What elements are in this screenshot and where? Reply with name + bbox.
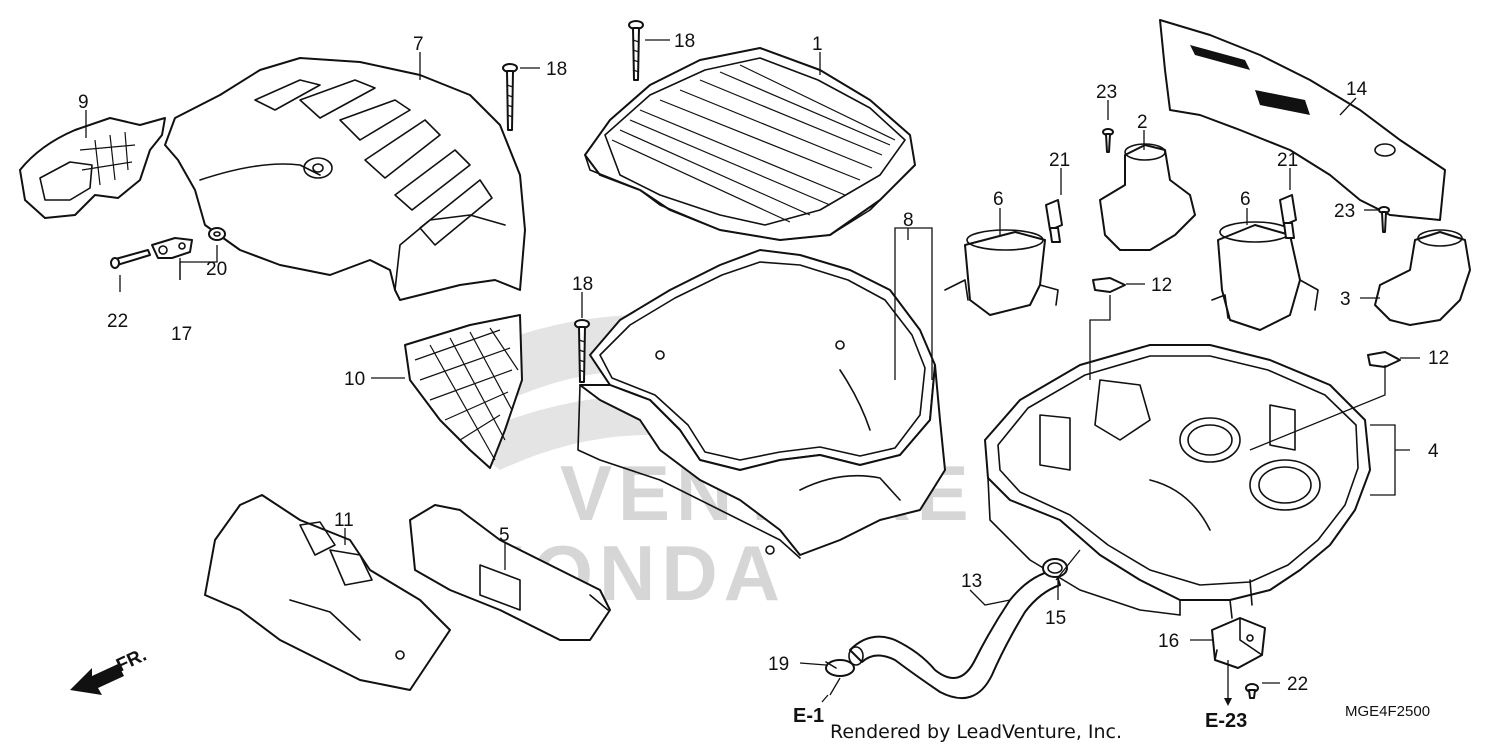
part-19-clip[interactable] xyxy=(825,659,855,677)
label-11: 11 xyxy=(334,510,354,531)
diagram-code: MGE4F2500 xyxy=(1345,703,1430,720)
part-11-cover[interactable] xyxy=(204,494,451,691)
label-5: 5 xyxy=(499,525,510,546)
label-8: 8 xyxy=(903,210,914,231)
label-6-left: 6 xyxy=(993,189,1004,210)
label-23-right: 23 xyxy=(1334,201,1355,222)
cross-references: E-1 E-23 xyxy=(793,694,1247,732)
label-6-right: 6 xyxy=(1240,189,1251,210)
part-21-bolt-left[interactable] xyxy=(1045,199,1063,243)
part-6-funnel-left[interactable] xyxy=(944,229,1059,316)
part-12-clip-left[interactable] xyxy=(1092,277,1126,293)
part-3-duct[interactable] xyxy=(1374,229,1471,326)
part-22-screw-left[interactable] xyxy=(110,249,151,269)
part-15-clamp[interactable] xyxy=(1042,558,1068,578)
label-13: 13 xyxy=(961,571,982,592)
label-14: 14 xyxy=(1346,79,1368,100)
part-13-hose[interactable] xyxy=(848,569,1061,700)
label-2: 2 xyxy=(1137,112,1148,133)
part-10-screen[interactable] xyxy=(404,314,523,469)
part-9-intake-duct[interactable] xyxy=(19,117,166,219)
part-7-upper-cover[interactable] xyxy=(164,57,526,301)
part-18-bolt-lower[interactable] xyxy=(574,319,590,383)
label-18-lower: 18 xyxy=(572,274,593,295)
part-2-duct[interactable] xyxy=(1099,143,1196,251)
part-23-screw-right[interactable] xyxy=(1378,206,1390,233)
label-20: 20 xyxy=(206,259,227,280)
label-10: 10 xyxy=(344,369,365,390)
part-8-housing[interactable] xyxy=(577,340,946,559)
part-14-heat-guard[interactable] xyxy=(1159,19,1446,221)
label-9: 9 xyxy=(78,92,89,113)
label-15: 15 xyxy=(1045,608,1066,629)
label-19: 19 xyxy=(768,654,789,675)
reference-e23: E-23 xyxy=(1205,710,1247,732)
label-23-left: 23 xyxy=(1096,82,1117,103)
part-18-bolt-top[interactable] xyxy=(628,20,644,81)
label-4: 4 xyxy=(1428,441,1439,462)
part-12-clip-right[interactable] xyxy=(1367,351,1401,368)
label-22-right: 22 xyxy=(1287,674,1308,695)
label-17: 17 xyxy=(171,324,192,345)
part-16-sensor[interactable] xyxy=(1211,617,1266,669)
part-20-washer[interactable] xyxy=(208,227,226,241)
part-8-gasket[interactable] xyxy=(589,249,936,471)
label-7: 7 xyxy=(413,34,424,55)
part-5-guide[interactable] xyxy=(409,504,611,641)
label-18-top: 18 xyxy=(674,31,695,52)
rendered-by-credit: Rendered by LeadVenture, Inc. xyxy=(830,721,1122,743)
part-21-bolt-right[interactable] xyxy=(1279,194,1297,239)
label-12-left: 12 xyxy=(1151,275,1172,296)
part-1-air-filter[interactable] xyxy=(584,47,916,241)
label-12-right: 12 xyxy=(1428,348,1449,369)
label-22-left: 22 xyxy=(107,311,128,332)
label-1: 1 xyxy=(812,34,823,55)
part-6-funnel-right[interactable] xyxy=(1211,221,1319,331)
label-16: 16 xyxy=(1158,631,1179,652)
reference-e1: E-1 xyxy=(793,705,824,727)
label-3: 3 xyxy=(1340,289,1351,310)
label-21-right: 21 xyxy=(1277,150,1298,171)
label-21-left: 21 xyxy=(1049,150,1070,171)
part-labels: 1 2 3 4 5 6 6 7 8 9 10 11 12 12 13 14 15… xyxy=(78,31,1449,695)
label-18-mid: 18 xyxy=(546,59,567,80)
part-18-bolt-mid[interactable] xyxy=(502,63,518,131)
leader-lines xyxy=(85,39,1420,700)
part-17-sensor[interactable] xyxy=(151,237,193,259)
front-direction-marker: FR. xyxy=(70,645,150,695)
part-23-screw-left[interactable] xyxy=(1102,128,1114,153)
part-22-screw-right[interactable] xyxy=(1245,683,1259,699)
